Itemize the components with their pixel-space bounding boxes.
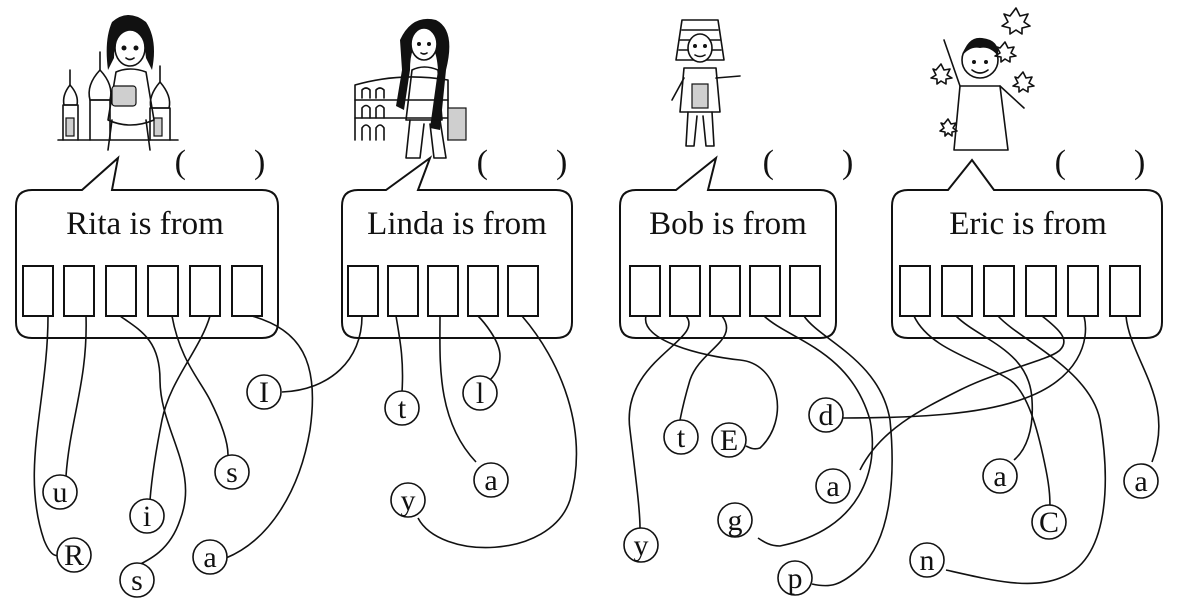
bob-letter-boxes bbox=[629, 265, 821, 317]
letter: l bbox=[476, 377, 484, 410]
letter: s bbox=[131, 564, 143, 597]
letter: a bbox=[826, 470, 839, 503]
letter: s bbox=[226, 456, 238, 489]
letter-box[interactable] bbox=[63, 265, 95, 317]
letter: a bbox=[484, 464, 497, 497]
eric-letter-boxes bbox=[899, 265, 1141, 317]
letter-circle[interactable]: t bbox=[663, 419, 699, 455]
letter-box[interactable] bbox=[231, 265, 263, 317]
letter-circle[interactable]: g bbox=[717, 502, 753, 538]
letter: t bbox=[677, 421, 686, 454]
letter-circle[interactable]: p bbox=[777, 560, 813, 596]
letter-circle[interactable]: y bbox=[390, 482, 426, 518]
letter-box[interactable] bbox=[105, 265, 137, 317]
letter-box[interactable] bbox=[22, 265, 54, 317]
letter-circle[interactable]: l bbox=[462, 375, 498, 411]
bob-letter-circles: t E y g p bbox=[623, 419, 813, 596]
letter-box[interactable] bbox=[427, 265, 459, 317]
linda-answer-blank[interactable]: ( ) bbox=[477, 144, 568, 181]
letter-circle[interactable]: a bbox=[815, 468, 851, 504]
linda-illustration bbox=[354, 18, 467, 159]
bob-illustration bbox=[671, 19, 741, 147]
letter-circle[interactable]: R bbox=[56, 537, 92, 573]
letter-box[interactable] bbox=[749, 265, 781, 317]
letter: y bbox=[401, 484, 416, 517]
eric-answer-blank[interactable]: ( ) bbox=[1055, 144, 1146, 181]
letter: C bbox=[1039, 506, 1059, 539]
letter-box[interactable] bbox=[387, 265, 419, 317]
letter-circle[interactable]: a bbox=[473, 462, 509, 498]
letter: p bbox=[788, 562, 803, 595]
letter-box[interactable] bbox=[789, 265, 821, 317]
rita-sentence: Rita is from bbox=[66, 206, 224, 242]
letter-box[interactable] bbox=[1109, 265, 1141, 317]
letter: R bbox=[64, 539, 84, 572]
linda-letter-boxes bbox=[347, 265, 539, 317]
letter-circle[interactable]: a bbox=[1123, 463, 1159, 499]
bob-answer-blank[interactable]: ( ) bbox=[763, 144, 854, 181]
letter: u bbox=[53, 476, 68, 509]
bob-sentence: Bob is from bbox=[649, 206, 807, 242]
letter-circle[interactable]: n bbox=[909, 542, 945, 578]
letter: g bbox=[728, 504, 743, 537]
letter-circle[interactable]: u bbox=[42, 474, 78, 510]
letter-box[interactable] bbox=[147, 265, 179, 317]
linda-letter-circles: I t l a y bbox=[246, 374, 509, 518]
letter-box[interactable] bbox=[629, 265, 661, 317]
letter: n bbox=[920, 544, 935, 577]
letter: i bbox=[143, 500, 151, 533]
rita-illustration bbox=[57, 15, 179, 151]
letter-box[interactable] bbox=[189, 265, 221, 317]
letter-circle[interactable]: i bbox=[129, 498, 165, 534]
letter-circle[interactable]: t bbox=[384, 390, 420, 426]
letter: a bbox=[1134, 465, 1147, 498]
letter-box[interactable] bbox=[467, 265, 499, 317]
letter: d bbox=[819, 399, 834, 432]
letter: t bbox=[398, 392, 407, 425]
letter-box[interactable] bbox=[1025, 265, 1057, 317]
letter-box[interactable] bbox=[709, 265, 741, 317]
letter-box[interactable] bbox=[1067, 265, 1099, 317]
linda-sentence: Linda is from bbox=[367, 206, 547, 242]
letter-circle[interactable]: C bbox=[1031, 504, 1067, 540]
eric-sentence: Eric is from bbox=[949, 206, 1107, 242]
letter: a bbox=[993, 460, 1006, 493]
letter: a bbox=[203, 541, 216, 574]
letter-box[interactable] bbox=[669, 265, 701, 317]
letter: E bbox=[720, 424, 738, 457]
letter-circle[interactable]: a bbox=[192, 539, 228, 575]
letter-circle[interactable]: y bbox=[623, 527, 659, 563]
letter-circle[interactable]: s bbox=[214, 454, 250, 490]
eric-letter-circles: d a a C n a bbox=[808, 397, 1159, 578]
letter-circle[interactable]: a bbox=[982, 458, 1018, 494]
letter-box[interactable] bbox=[507, 265, 539, 317]
eric-illustration bbox=[930, 7, 1035, 151]
letter-circle[interactable]: I bbox=[246, 374, 282, 410]
letter-circle[interactable]: E bbox=[711, 422, 747, 458]
letter-circle[interactable]: d bbox=[808, 397, 844, 433]
letter-circle[interactable]: s bbox=[119, 562, 155, 598]
rita-answer-blank[interactable]: ( ) bbox=[175, 144, 266, 181]
letter: I bbox=[259, 376, 269, 409]
letter: y bbox=[634, 529, 649, 562]
letter-box[interactable] bbox=[347, 265, 379, 317]
rita-letter-circles: u R i s s a bbox=[42, 454, 250, 598]
connector-lines bbox=[33, 315, 1160, 587]
letter-box[interactable] bbox=[941, 265, 973, 317]
letter-box[interactable] bbox=[899, 265, 931, 317]
rita-letter-boxes bbox=[22, 265, 263, 317]
letter-box[interactable] bbox=[983, 265, 1015, 317]
